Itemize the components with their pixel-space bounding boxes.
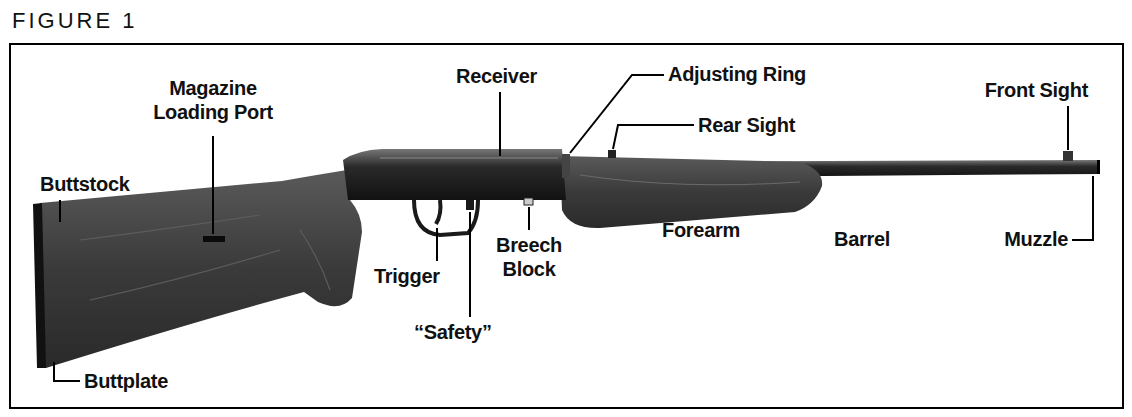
part-label: Buttplate <box>84 369 168 393</box>
part-label: Adjusting Ring <box>668 62 806 86</box>
part-label: Breech Block <box>489 233 569 281</box>
part-label: Front Sight <box>985 78 1088 102</box>
part-label: Magazine Loading Port <box>148 76 278 124</box>
part-label: “Safety” <box>414 320 492 344</box>
part-label: Rear Sight <box>698 113 795 137</box>
part-label: Receiver <box>456 64 537 88</box>
part-label: Muzzle <box>1004 227 1068 251</box>
part-label: Trigger <box>374 264 440 288</box>
part-label: Buttstock <box>40 172 130 196</box>
part-label: Forearm <box>662 218 740 242</box>
part-label: Barrel <box>834 227 890 251</box>
figure-title: FIGURE 1 <box>12 8 137 34</box>
